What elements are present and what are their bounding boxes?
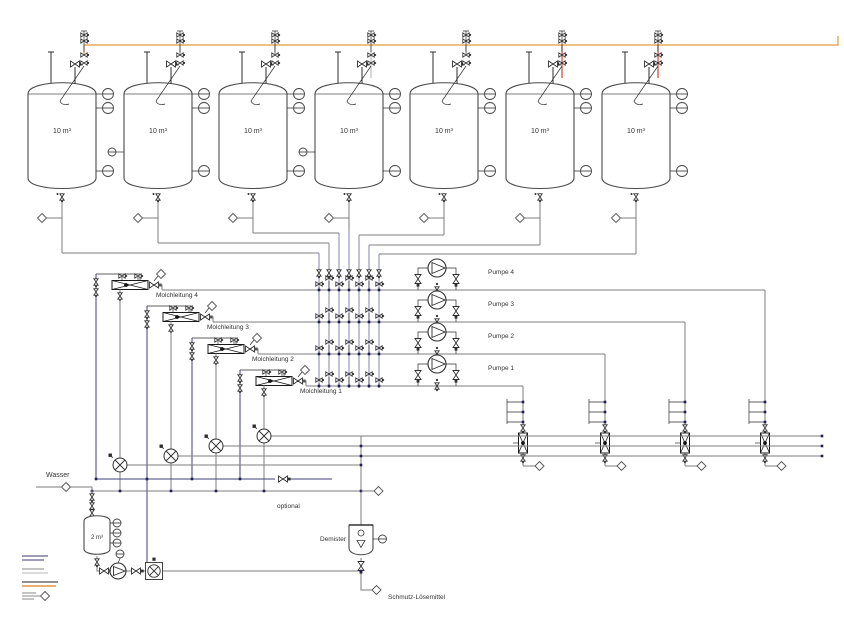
line-legend <box>22 555 58 601</box>
water-tank-label: 2 m³ <box>91 535 103 541</box>
pumps <box>415 259 459 391</box>
receiver-station-1 <box>507 398 544 471</box>
tank-2-label: 10 m³ <box>149 128 168 135</box>
routing-valve <box>145 557 163 580</box>
tank-1-label: 10 m³ <box>53 128 72 135</box>
manifold-row-1 <box>316 372 384 388</box>
tank-3 <box>219 31 305 202</box>
tank-2-side-nozzle <box>107 147 117 157</box>
optional-valve <box>278 475 292 483</box>
molch-2-label: Molchleitung 2 <box>252 356 294 363</box>
tank-7-label: 10 m³ <box>627 128 646 135</box>
water-system <box>36 482 361 580</box>
pig-receiver-stations <box>507 398 786 471</box>
molch-1-label: Molchleitung 1 <box>300 388 342 395</box>
tank-4-side-nozzle <box>298 147 308 157</box>
molch-station-4 <box>94 270 166 302</box>
water-pump-gauge <box>115 549 125 559</box>
station-drain-lines <box>119 299 265 491</box>
tank-1 <box>28 31 114 202</box>
manifold-row-3 <box>316 308 384 324</box>
tank-outlet-piping <box>37 200 637 388</box>
tank-7 <box>602 31 688 202</box>
manifold-row-4 <box>316 276 384 292</box>
demister-gauge <box>378 534 387 544</box>
water-label: Wasser <box>46 472 70 479</box>
labels: 10 m³ 10 m³ 10 m³ 10 m³ 10 m³ 10 m³ 10 m… <box>46 128 646 601</box>
demister-label: Demister <box>320 536 347 543</box>
receiver-station-4 <box>749 398 786 471</box>
molch-3-label: Molchleitung 3 <box>207 324 249 331</box>
tank-4-label: 10 m³ <box>340 128 359 135</box>
receiver-station-2 <box>589 398 626 471</box>
pig-launcher-stations <box>94 270 310 563</box>
molch-4-label: Molchleitung 4 <box>156 292 198 299</box>
tank-6-label: 10 m³ <box>531 128 550 135</box>
manifold-row-2 <box>316 340 384 356</box>
waste-label: Schmutz-Lösemittel <box>388 594 446 601</box>
water-supply-diamond <box>61 482 71 492</box>
optional-label: optional <box>277 503 300 510</box>
tank-4 <box>315 31 401 202</box>
tank-5-label: 10 m³ <box>435 128 454 135</box>
pump-1-label: Pumpe 1 <box>488 365 514 372</box>
water-pump-discharge-valve <box>131 567 145 575</box>
molch-station-3 <box>145 302 217 334</box>
storage-tanks <box>28 31 688 202</box>
molch-row-lines <box>162 289 766 398</box>
demister-system <box>348 436 387 595</box>
receiver-station-3 <box>669 398 706 471</box>
molch-station-1 <box>238 366 310 398</box>
distribution-lines <box>90 424 824 493</box>
top-header-line <box>83 36 839 78</box>
tank-2 <box>124 31 210 202</box>
molch-station-2 <box>190 334 262 366</box>
pump-3-label: Pumpe 3 <box>488 301 514 308</box>
water-tank-body <box>83 515 111 555</box>
tank-5 <box>410 31 496 202</box>
station-down-lines <box>95 296 241 563</box>
tank-3-label: 10 m³ <box>244 128 263 135</box>
pump-2-label: Pumpe 2 <box>488 333 514 340</box>
pump-4-label: Pumpe 4 <box>488 269 514 276</box>
demister-vessel <box>348 524 374 556</box>
waste-outlet-diamond <box>371 585 382 595</box>
tank-6 <box>506 31 592 202</box>
